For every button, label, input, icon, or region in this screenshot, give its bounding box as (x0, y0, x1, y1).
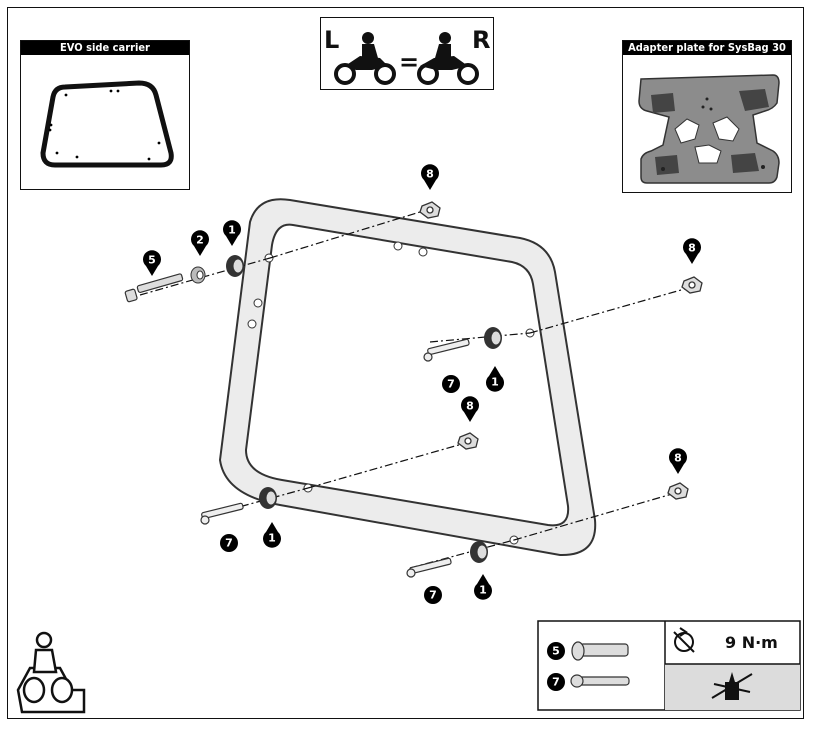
adapter-plate-thumbnail (638, 74, 780, 184)
right-letter: R (472, 26, 490, 54)
equals-sign: = (399, 48, 419, 76)
svg-text:5: 5 (552, 645, 560, 658)
svg-text:5: 5 (148, 254, 156, 267)
inset-evo-side-carrier: EVO side carrier (20, 40, 190, 190)
inset-title: EVO side carrier (21, 41, 189, 55)
svg-text:8: 8 (426, 168, 434, 181)
bolt-5-part (124, 273, 184, 303)
rubber-bushing-part-1 (226, 255, 502, 563)
rider-mounted-icon (16, 631, 86, 714)
svg-text:2: 2 (196, 234, 204, 247)
left-right-symmetry-box (320, 17, 494, 90)
torque-spec-table: 5 7 9 N·m (537, 620, 801, 711)
spacer-part-2 (190, 266, 206, 284)
callout-markers: 1 2 5 8 8 8 8 1 1 1 7 7 7 (143, 164, 701, 604)
motorcycle-left-icon (334, 32, 396, 85)
motorcycle-right-icon (417, 32, 479, 85)
torque-value: 9 N·m (725, 633, 778, 652)
inset-adapter-plate: Adapter plate for SysBag 30 (622, 40, 792, 193)
svg-text:1: 1 (268, 532, 276, 545)
svg-text:7: 7 (429, 589, 437, 602)
no-threadlocker-icon (711, 672, 753, 700)
bolt-7-part (200, 338, 470, 578)
left-letter: L (324, 26, 339, 54)
inset-title: Adapter plate for SysBag 30 (623, 41, 791, 55)
svg-text:8: 8 (466, 400, 474, 413)
side-carrier-frame (218, 198, 597, 557)
svg-text:7: 7 (225, 537, 233, 550)
svg-text:1: 1 (479, 584, 487, 597)
svg-text:8: 8 (688, 242, 696, 255)
svg-text:1: 1 (228, 224, 236, 237)
svg-text:7: 7 (552, 676, 560, 689)
side-carrier-thumbnail (40, 80, 174, 168)
svg-text:1: 1 (491, 376, 499, 389)
svg-text:8: 8 (674, 452, 682, 465)
svg-text:7: 7 (447, 378, 455, 391)
diagram-frame (7, 7, 804, 719)
nut-part-8 (419, 201, 703, 500)
torque-wrench-icon (673, 627, 695, 653)
